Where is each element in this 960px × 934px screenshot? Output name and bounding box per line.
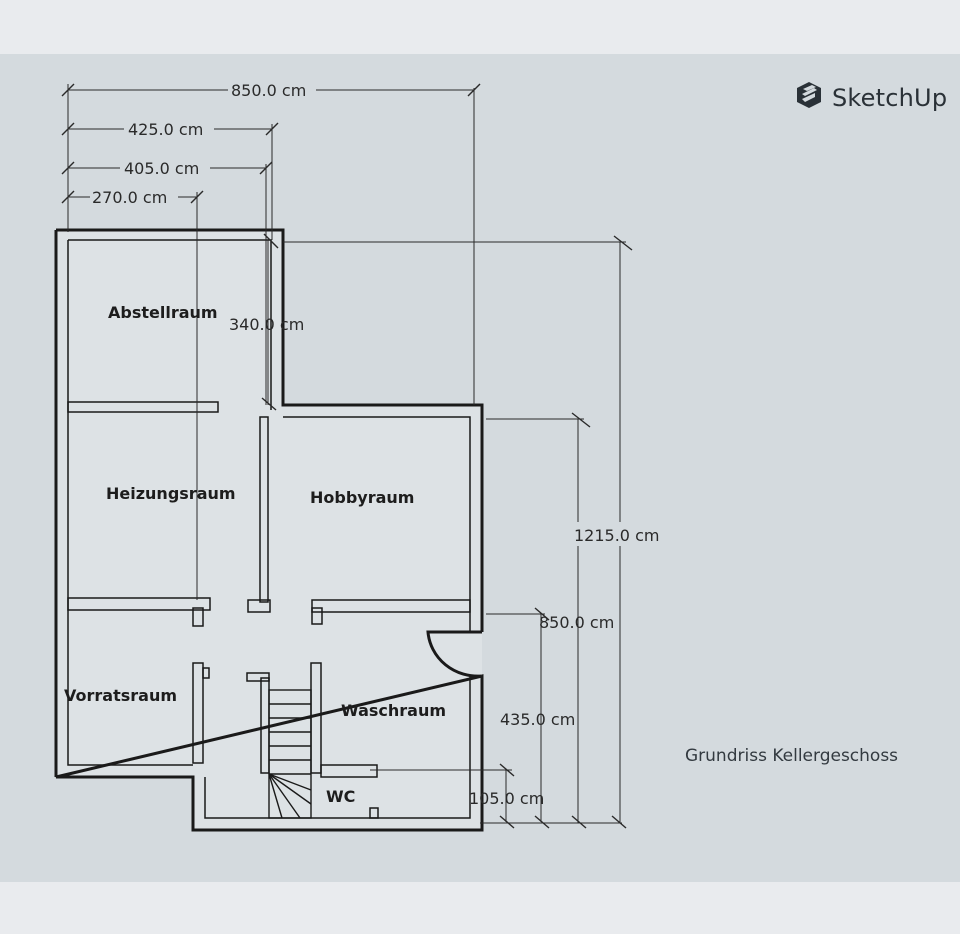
dim-right-435: 435.0 cm bbox=[500, 710, 575, 729]
room-label-wc: WC bbox=[326, 787, 355, 806]
dim-right-850: 850.0 cm bbox=[539, 613, 614, 632]
door-swing bbox=[426, 630, 483, 678]
room-label-waschraum: Waschraum bbox=[341, 701, 446, 720]
dim-inner-340: 340.0 cm bbox=[229, 315, 304, 334]
room-label-hobbyraum: Hobbyraum bbox=[310, 488, 414, 507]
dimension-ticks bbox=[61, 83, 633, 829]
staircase bbox=[268, 689, 312, 819]
dim-top-425: 425.0 cm bbox=[128, 120, 203, 139]
room-label-abstellraum: Abstellraum bbox=[108, 303, 218, 322]
drawing-caption: Grundriss Kellergeschoss bbox=[685, 746, 899, 766]
extension-lines bbox=[67, 84, 626, 824]
floor-area bbox=[56, 230, 482, 830]
dim-top-850: 850.0 cm bbox=[231, 81, 306, 100]
room-label-vorratsraum: Vorratsraum bbox=[64, 686, 177, 705]
drawing-canvas: 850.0 cm 425.0 cm 405.0 cm 270.0 cm 340.… bbox=[0, 54, 960, 882]
dimension-lines bbox=[68, 89, 621, 823]
room-label-heizungsraum: Heizungsraum bbox=[106, 484, 236, 503]
outer-walls bbox=[54, 228, 484, 832]
floor-plan: 850.0 cm 425.0 cm 405.0 cm 270.0 cm 340.… bbox=[54, 81, 659, 832]
inner-wall-face bbox=[67, 239, 471, 819]
dim-right-105: 105.0 cm bbox=[469, 789, 544, 808]
dim-right-1215: 1215.0 cm bbox=[574, 526, 659, 545]
sketchup-logo: SketchUp bbox=[794, 80, 947, 115]
sketchup-logo-icon bbox=[794, 80, 824, 115]
dim-top-270: 270.0 cm bbox=[92, 188, 167, 207]
dim-top-405: 405.0 cm bbox=[124, 159, 199, 178]
sketchup-logo-text: SketchUp bbox=[832, 83, 948, 112]
